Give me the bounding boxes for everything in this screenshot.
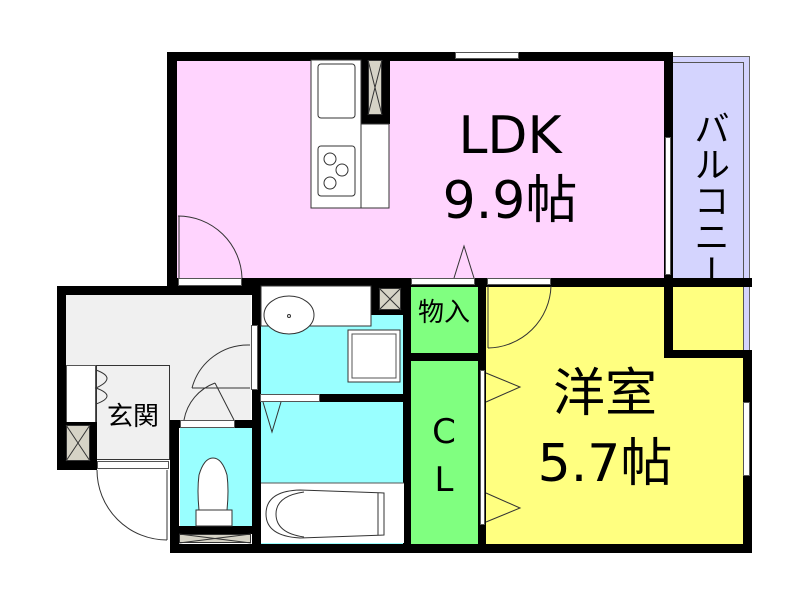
wall-closet-left bbox=[403, 278, 411, 550]
storage-room bbox=[410, 285, 478, 353]
ldk-size-label: 9.9帖 bbox=[442, 171, 578, 231]
wall-entrance-top bbox=[57, 286, 257, 295]
closet-label-l: L bbox=[434, 460, 454, 500]
bedroom-name-label: 洋室 bbox=[552, 364, 657, 424]
opening-bath bbox=[260, 394, 320, 402]
ldk-room bbox=[175, 58, 665, 278]
opening-washroom bbox=[251, 325, 258, 390]
wall-toilet-bottom bbox=[170, 526, 258, 534]
storage-label: 物入 bbox=[417, 298, 470, 328]
closet-room bbox=[410, 360, 478, 545]
wall-storage-bottom bbox=[403, 353, 483, 361]
ldk-name-label: LDK bbox=[458, 106, 562, 166]
wall-bottom bbox=[170, 544, 752, 553]
opening-front-door bbox=[97, 461, 169, 469]
wall-wash-left bbox=[252, 278, 261, 550]
closet-label-c: C bbox=[432, 412, 456, 452]
opening-toilet bbox=[180, 420, 235, 428]
window-ldk-top bbox=[455, 52, 519, 59]
opening-storage bbox=[411, 278, 475, 285]
window-ldk-right bbox=[665, 137, 671, 275]
wall-entrance-left bbox=[57, 286, 66, 470]
window-bedroom-right bbox=[743, 402, 750, 476]
entrance-floor bbox=[96, 365, 170, 460]
bedroom-room bbox=[485, 285, 743, 545]
opening-bedroom bbox=[487, 278, 551, 285]
balcony-label: バルコニー bbox=[688, 110, 729, 290]
wall-bedroom-top-right bbox=[664, 350, 752, 358]
wall-toilet-left bbox=[170, 420, 179, 550]
wall-ldk-left bbox=[167, 52, 177, 292]
entrance-label: 玄関 bbox=[106, 402, 159, 432]
opening-ldk-entrance bbox=[178, 278, 242, 286]
bedroom-size-label: 5.7帖 bbox=[537, 434, 673, 494]
opening-closet bbox=[480, 370, 485, 525]
wall-ldk-top bbox=[167, 52, 673, 61]
wall-wash-bath-divider bbox=[320, 394, 408, 402]
